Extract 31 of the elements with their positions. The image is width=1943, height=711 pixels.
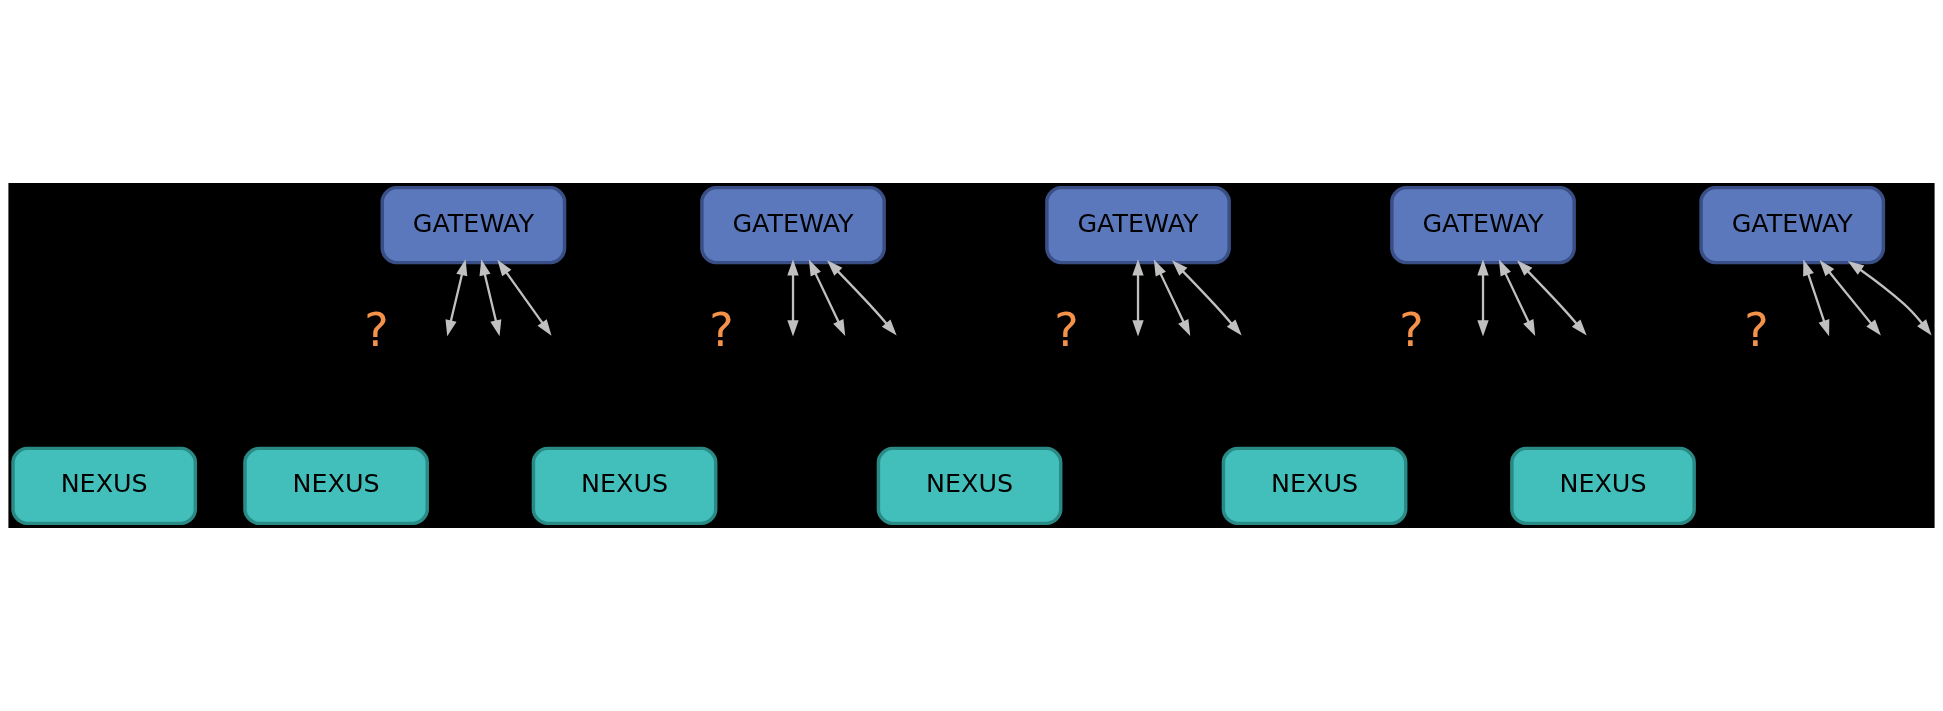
- arrow: [1477, 259, 1489, 337]
- arrow: [1847, 260, 1932, 336]
- arrow: [827, 260, 897, 336]
- label: ?: [1744, 302, 1769, 357]
- node-box: GATEWAY: [1390, 185, 1576, 265]
- label: ?: [1054, 302, 1079, 357]
- arrow: [1803, 259, 1830, 337]
- node-box: NEXUS: [531, 446, 718, 526]
- arrow: [787, 259, 799, 337]
- arrow: [1132, 259, 1144, 337]
- node-box: NEXUS: [1221, 446, 1408, 526]
- arrow: [1498, 259, 1536, 337]
- node-box: GATEWAY: [1699, 185, 1886, 265]
- node-box: NEXUS: [243, 446, 429, 526]
- arrow: [497, 259, 552, 336]
- node-box: NEXUS: [1510, 446, 1696, 526]
- node-box: NEXUS: [11, 446, 198, 526]
- arrow: [1153, 259, 1191, 337]
- node-box: GATEWAY: [380, 185, 567, 265]
- label: ?: [709, 302, 734, 357]
- node-box: GATEWAY: [1045, 185, 1231, 265]
- node-box: GATEWAY: [700, 185, 886, 265]
- label: ?: [1399, 302, 1424, 357]
- arrow: [1172, 260, 1242, 336]
- label: ?: [364, 302, 389, 357]
- node-box: NEXUS: [876, 446, 1063, 526]
- arrow: [445, 259, 468, 337]
- arrow: [1819, 260, 1881, 336]
- arrow: [479, 259, 502, 337]
- arrow: [808, 259, 846, 337]
- arrow: [1517, 260, 1587, 336]
